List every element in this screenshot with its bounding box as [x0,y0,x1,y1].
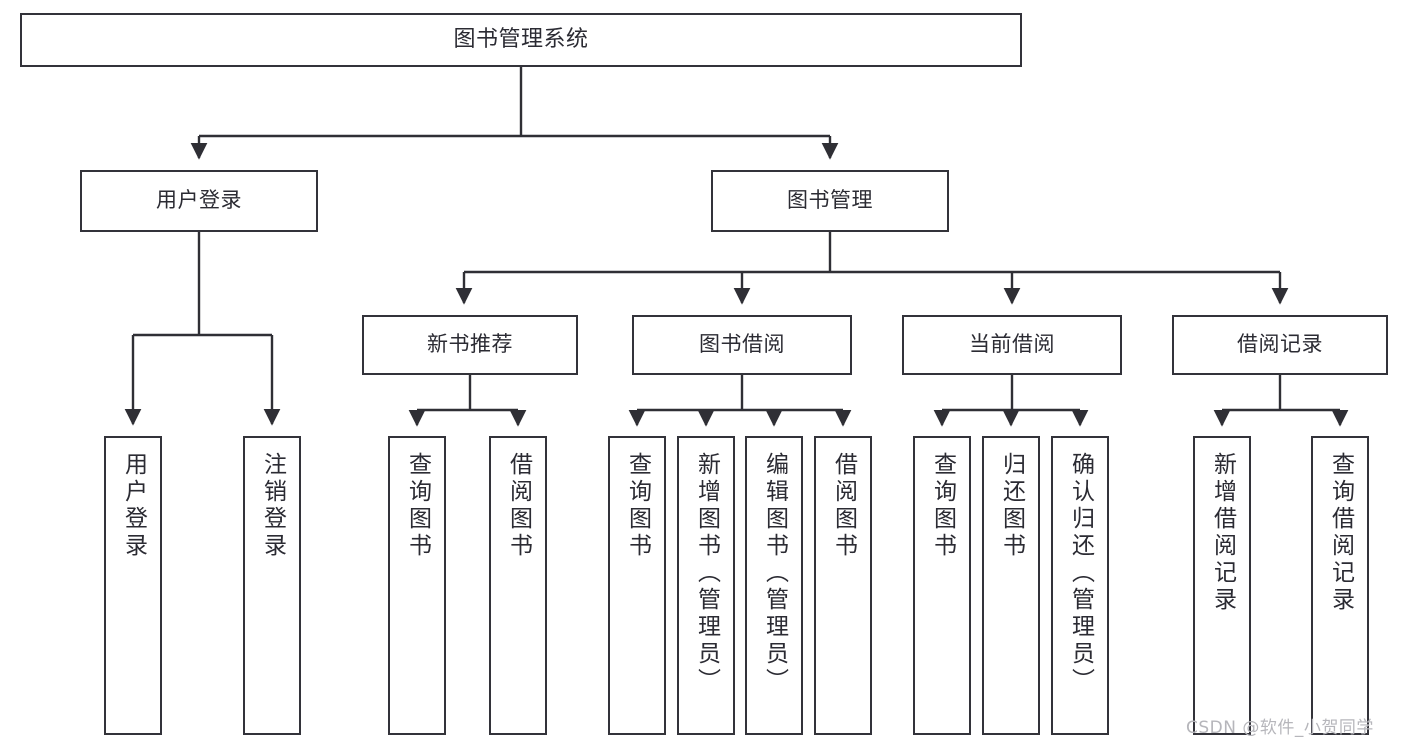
node-new-book-recommend[interactable]: 新书推荐 [362,315,578,375]
leaf-borrow-query-book[interactable]: 查询图书 [608,436,666,735]
leaf-record-query-label: 查询借阅记录 [1327,452,1354,614]
node-book-management[interactable]: 图书管理 [711,170,949,232]
leaf-borrow-edit-book-label: 编辑图书（管理员） [761,452,788,695]
leaf-current-confirm-return-label: 确认归还（管理员） [1067,452,1094,695]
leaf-recommend-query-book-label: 查询图书 [404,452,431,560]
leaf-logout-label: 注销登录 [259,452,286,560]
leaf-recommend-borrow-book[interactable]: 借阅图书 [489,436,547,735]
leaf-borrow-edit-book[interactable]: 编辑图书（管理员） [745,436,803,735]
csdn-watermark: CSDN @软件_小贺同学 [1186,718,1374,738]
leaf-user-login-label: 用户登录 [120,452,147,560]
node-borrow-record-label: 借阅记录 [1237,332,1323,357]
leaf-current-confirm-return[interactable]: 确认归还（管理员） [1051,436,1109,735]
node-root[interactable]: 图书管理系统 [20,13,1022,67]
leaf-logout[interactable]: 注销登录 [243,436,301,735]
leaf-recommend-borrow-book-label: 借阅图书 [505,452,532,560]
leaf-borrow-query-book-label: 查询图书 [624,452,651,560]
leaf-borrow-borrow-book[interactable]: 借阅图书 [814,436,872,735]
node-root-label: 图书管理系统 [453,27,589,53]
node-new-book-recommend-label: 新书推荐 [427,332,513,357]
node-book-borrow-label: 图书借阅 [699,332,785,357]
leaf-borrow-add-book-label: 新增图书（管理员） [693,452,720,695]
leaf-user-login[interactable]: 用户登录 [104,436,162,735]
leaf-borrow-borrow-book-label: 借阅图书 [830,452,857,560]
node-book-borrow[interactable]: 图书借阅 [632,315,852,375]
node-user-login-label: 用户登录 [156,188,242,213]
node-book-management-label: 图书管理 [787,188,873,213]
leaf-recommend-query-book[interactable]: 查询图书 [388,436,446,735]
node-current-borrow-label: 当前借阅 [969,332,1055,357]
leaf-record-add[interactable]: 新增借阅记录 [1193,436,1251,735]
leaf-current-query-book-label: 查询图书 [929,452,956,560]
node-borrow-record[interactable]: 借阅记录 [1172,315,1388,375]
leaf-current-return-book-label: 归还图书 [998,452,1025,560]
leaf-current-return-book[interactable]: 归还图书 [982,436,1040,735]
leaf-borrow-add-book[interactable]: 新增图书（管理员） [677,436,735,735]
node-current-borrow[interactable]: 当前借阅 [902,315,1122,375]
leaf-record-query[interactable]: 查询借阅记录 [1311,436,1369,735]
node-user-login[interactable]: 用户登录 [80,170,318,232]
leaf-current-query-book[interactable]: 查询图书 [913,436,971,735]
leaf-record-add-label: 新增借阅记录 [1209,452,1236,614]
